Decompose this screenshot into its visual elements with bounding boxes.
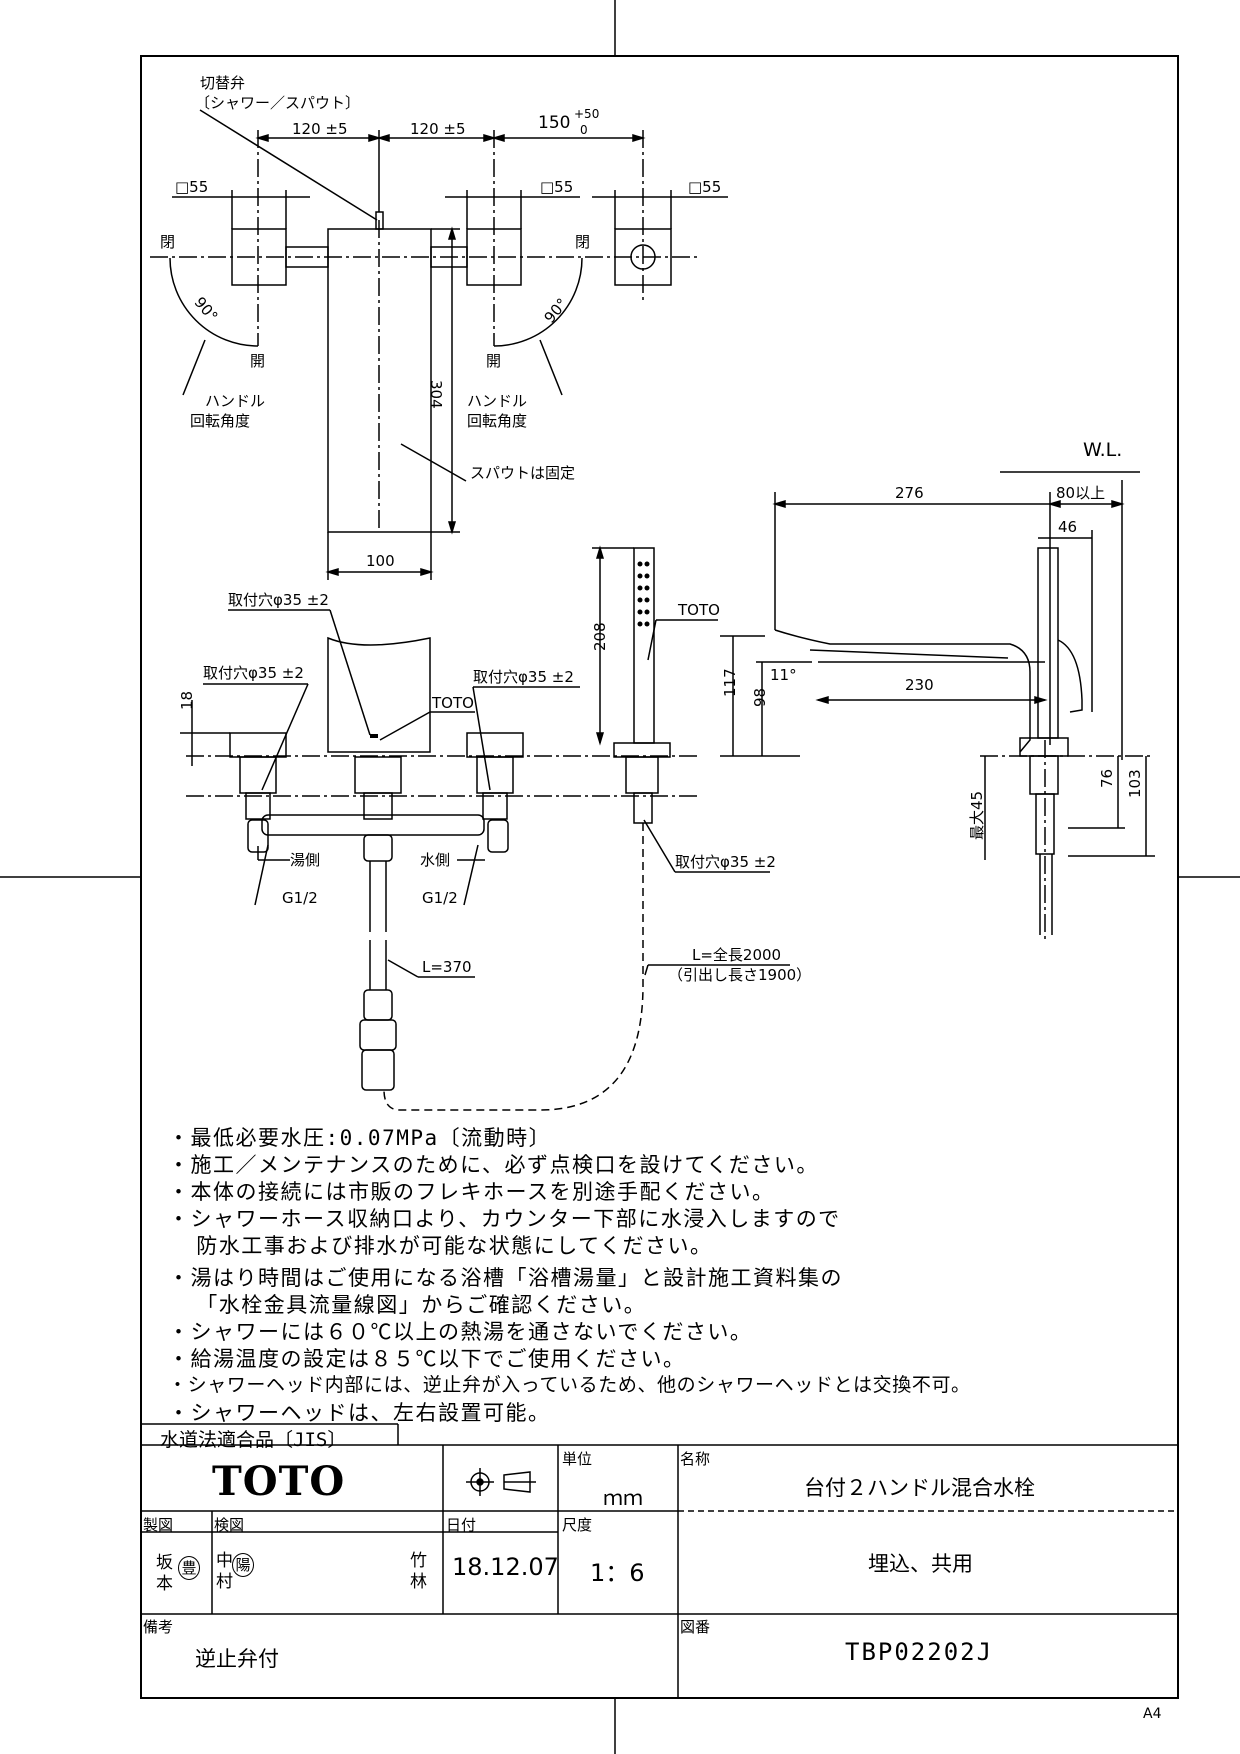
width-100: 100 bbox=[366, 552, 395, 570]
dim-276: 276 bbox=[895, 484, 924, 502]
side-view bbox=[720, 471, 1155, 940]
jis-label: 水道法適合品〔JIS〕 bbox=[160, 1429, 347, 1451]
subtitle: 埋込、共用 bbox=[868, 1552, 973, 1576]
drawing-labels: 切替弁 〔シャワー／スパウト〕 120 ±5 120 ±5 150 +50 0 … bbox=[160, 74, 1144, 984]
checked-name-3: 竹 bbox=[410, 1551, 427, 1571]
drawing-no-label: 図番 bbox=[680, 1618, 711, 1636]
g-left: G1/2 bbox=[282, 889, 318, 907]
dim-right-tol-upper: +50 bbox=[574, 107, 599, 121]
unit-label: 単位 bbox=[562, 1450, 593, 1468]
note-item: ・湯はり時間はご使用になる浴槽「浴槽湯量」と設計施工資料集の bbox=[168, 1266, 843, 1290]
date-value: 18.12.07 bbox=[452, 1553, 559, 1581]
hose-len-2: （引出し長さ1900） bbox=[668, 966, 811, 984]
toto-shower: TOTO bbox=[677, 601, 720, 619]
paper-size: A4 bbox=[1143, 1706, 1162, 1722]
dim-right-tol-lower: 0 bbox=[580, 123, 588, 137]
brand-logo: TOTO bbox=[212, 1458, 346, 1505]
valve-label-1: 切替弁 bbox=[200, 74, 245, 92]
scale-label: 尺度 bbox=[562, 1516, 593, 1534]
dim-46: 46 bbox=[1058, 518, 1077, 536]
note-item: ・シャワーヘッドは、左右設置可能。 bbox=[168, 1401, 551, 1425]
remarks-label: 備考 bbox=[143, 1618, 174, 1636]
note-item: ・シャワーヘッド内部には、逆止弁が入っているため、他のシャワーヘッドとは交換不可… bbox=[168, 1374, 971, 1396]
name-label: 名称 bbox=[680, 1450, 711, 1468]
angle-right: 90° bbox=[541, 295, 572, 327]
drawn-seal: 豊 bbox=[178, 1556, 200, 1580]
checked-label: 検図 bbox=[214, 1516, 245, 1534]
checked-seal: 陽 bbox=[232, 1553, 254, 1577]
g-right: G1/2 bbox=[422, 889, 458, 907]
note-item: ・本体の接続には市販のフレキホースを別途手配ください。 bbox=[168, 1180, 775, 1204]
angle-11: 11° bbox=[770, 666, 797, 684]
handle-left-1: ハンドル bbox=[205, 392, 265, 410]
dim-mid: 120 ±5 bbox=[410, 120, 466, 138]
checked-name-1: 中 bbox=[216, 1551, 233, 1571]
checked-name-2: 村 bbox=[216, 1572, 233, 1592]
height-304: 304 bbox=[427, 380, 445, 409]
open-left: 開 bbox=[250, 352, 265, 370]
dim-208: 208 bbox=[591, 622, 609, 651]
front-view bbox=[180, 545, 790, 1111]
note-item: ・給湯温度の設定は８５℃以下でご使用ください。 bbox=[168, 1347, 686, 1371]
dim-left: 120 ±5 bbox=[292, 120, 348, 138]
dim-230: 230 bbox=[905, 676, 934, 694]
note-item: ・最低必要水圧:0.07MPa〔流動時〕 bbox=[168, 1126, 552, 1150]
open-right: 開 bbox=[486, 352, 501, 370]
hole-top: 取付穴φ35 ±2 bbox=[228, 591, 329, 609]
spout-fixed: スパウトは固定 bbox=[470, 464, 575, 482]
handle-right-1: ハンドル bbox=[467, 392, 527, 410]
toto-body: TOTO bbox=[431, 694, 474, 712]
hole-bottom: 取付穴φ35 ±2 bbox=[675, 853, 776, 871]
checked-name-4: 林 bbox=[410, 1572, 427, 1592]
dim-117: 117 bbox=[721, 668, 739, 697]
drawn-label: 製図 bbox=[143, 1516, 174, 1534]
sq-left: □55 bbox=[175, 178, 208, 196]
hot-side: 湯側 bbox=[290, 851, 320, 869]
handle-left-2: 回転角度 bbox=[190, 412, 250, 430]
dim-103: 103 bbox=[1126, 769, 1144, 798]
wl-label: W.L. bbox=[1083, 439, 1122, 461]
drawn-name-2: 本 bbox=[156, 1574, 173, 1594]
dim-right: 150 bbox=[538, 113, 570, 133]
sq-right: □55 bbox=[688, 178, 721, 196]
dim-76: 76 bbox=[1098, 769, 1116, 788]
note-item: ・施工／メンテナンスのために、必ず点検口を設けてください。 bbox=[168, 1153, 819, 1177]
drawing-no: TBP02202J bbox=[845, 1638, 994, 1666]
note-item: 「水栓金具流量線図」からご確認ください。 bbox=[168, 1293, 647, 1317]
dim-18: 18 bbox=[178, 691, 196, 710]
hole-left: 取付穴φ35 ±2 bbox=[203, 664, 304, 682]
note-item: 防水工事および排水が可能な状態にしてください。 bbox=[168, 1234, 713, 1258]
note-item: ・シャワーには６０℃以上の熱湯を通さないでください。 bbox=[168, 1320, 753, 1344]
max45: 最大45 bbox=[968, 791, 986, 840]
scale-value: 1：6 bbox=[590, 1559, 645, 1587]
valve-label-2: 〔シャワー／スパウト〕 bbox=[195, 94, 360, 112]
cold-side: 水側 bbox=[420, 851, 450, 869]
top-view bbox=[150, 109, 728, 580]
unit-value: ｍｍ bbox=[603, 1486, 643, 1510]
l370: L=370 bbox=[422, 958, 472, 976]
remarks-value: 逆止弁付 bbox=[195, 1647, 279, 1671]
hole-mid: 取付穴φ35 ±2 bbox=[473, 668, 574, 686]
sq-mid: □55 bbox=[540, 178, 573, 196]
date-label: 日付 bbox=[446, 1516, 477, 1534]
handle-right-2: 回転角度 bbox=[467, 412, 527, 430]
drawn-name-1: 坂 bbox=[156, 1553, 173, 1573]
title-block-grid bbox=[141, 1423, 1178, 1698]
hose-len-1: L=全長2000 bbox=[692, 946, 781, 964]
closed-right: 閉 bbox=[575, 233, 590, 251]
name-value: 台付２ハンドル混合水栓 bbox=[804, 1476, 1035, 1500]
note-item: ・シャワーホース収納口より、カウンター下部に水浸入しますので bbox=[168, 1207, 841, 1231]
dim-98: 98 bbox=[751, 688, 769, 707]
closed-left: 閉 bbox=[160, 233, 175, 251]
dim-80: 80以上 bbox=[1056, 484, 1105, 502]
